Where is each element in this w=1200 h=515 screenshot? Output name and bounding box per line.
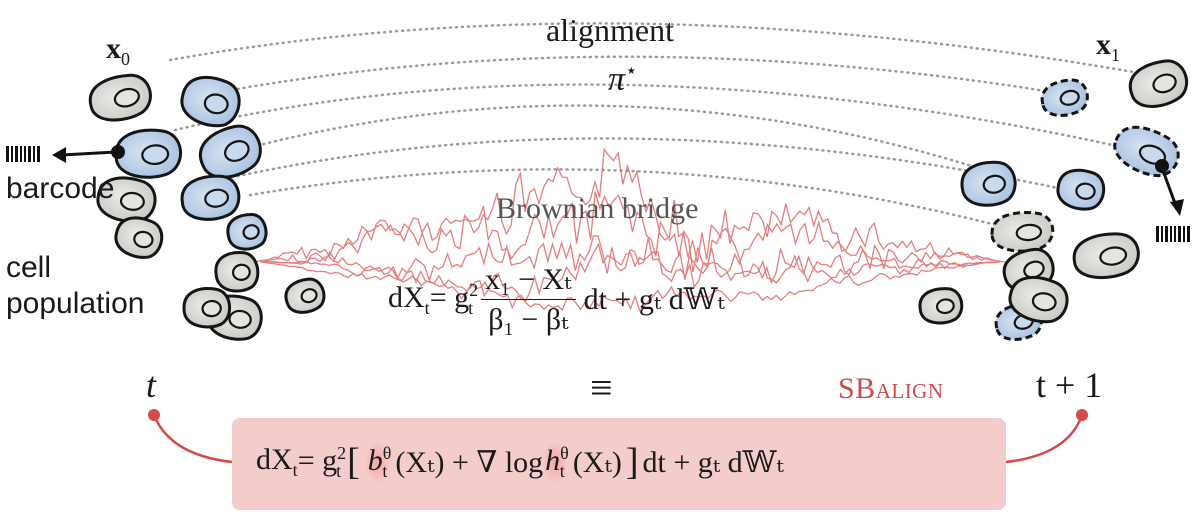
cell (1056, 168, 1106, 211)
cell (990, 211, 1055, 253)
barcode-left (6, 145, 125, 163)
pi-symbol: π (608, 60, 626, 98)
alignment-arc (173, 83, 1137, 152)
eq-tail: dt + gₜ d𝕎ₜ (583, 283, 725, 316)
sbalign-equation: dXt = g2t [ bθt (Xₜ) + ∇ log hθt (Xₜ) ] … (256, 440, 784, 484)
x1-base: x (1096, 28, 1111, 61)
eq-numerator: x₁ − Xₜ (481, 262, 576, 300)
cell (918, 287, 964, 325)
sbalign-label: SBalign (838, 372, 944, 405)
star-superscript: ⋆ (625, 60, 638, 82)
eq-lhs: dXt (388, 280, 430, 318)
time-t-label: t (146, 365, 157, 405)
time-t-plus-1-label: t + 1 (1036, 365, 1103, 405)
cell (1040, 78, 1089, 117)
cell (1008, 276, 1069, 324)
sbalign-equation-box (232, 418, 1006, 510)
eq-tail: dt + gₜ d𝕎ₜ (642, 445, 784, 479)
eq-lhs: dXt (256, 443, 298, 480)
cell (180, 174, 241, 221)
cell (214, 251, 260, 293)
bridge-path (254, 147, 1001, 263)
x1-label: x1 (1096, 28, 1120, 66)
barcode-label: barcode (6, 172, 115, 205)
alignment-arc (248, 168, 1017, 232)
eq-h-theta: hθt (543, 442, 569, 482)
cell-population (88, 59, 1189, 341)
eq-denominator: β₁ − βₜ (488, 303, 569, 336)
eq-arg1: (Xₜ) + ∇ log (395, 445, 544, 479)
cell (182, 287, 231, 329)
pi-star-label: π⋆ (608, 58, 638, 98)
bridge-path (269, 242, 1001, 303)
alignment-arcs (168, 22, 1152, 232)
x0-base: x (106, 32, 121, 65)
eq-b-theta: bθt (365, 442, 392, 482)
eq-bracket-close: ] (625, 441, 639, 483)
cell (180, 75, 241, 128)
cell (88, 73, 152, 122)
time-connector-left (148, 409, 233, 464)
brownian-bridge-label: Brownian bridge (496, 192, 699, 225)
eq-g: = g2t (429, 280, 479, 318)
cell (96, 176, 157, 223)
brownian-bridge-paths (254, 147, 1006, 312)
eq-g: = g2t (297, 442, 347, 481)
alignment-label: alignment (546, 12, 674, 48)
eq-fraction: x₁ − Xₜ β₁ − βₜ (481, 262, 576, 337)
eq-bracket-open: [ (347, 441, 360, 483)
cell (1072, 232, 1140, 279)
bridge-path (261, 261, 991, 312)
bridge-path (259, 191, 1006, 278)
cell (1113, 125, 1180, 178)
cell-label-line1: cell (6, 251, 52, 284)
equivalence-symbol: ≡ (590, 365, 613, 410)
cell (114, 128, 183, 179)
eq-arg2: (Xₜ) (572, 445, 622, 479)
cell (284, 277, 326, 314)
x1-subscript: 1 (1111, 45, 1120, 65)
x0-label: x0 (106, 32, 130, 70)
cell-label-line2: population (6, 287, 145, 320)
alignment-arc (218, 55, 1072, 97)
cell (960, 160, 1017, 207)
time-connector-right (1005, 409, 1088, 464)
cell (114, 216, 164, 259)
barcode-right (1155, 159, 1190, 242)
alignment-arc (218, 137, 1092, 197)
bridge-path (264, 227, 996, 285)
x0-subscript: 0 (121, 49, 130, 69)
cell (1128, 59, 1189, 108)
cell (226, 212, 268, 251)
brownian-bridge-equation: dXt = g2t x₁ − Xₜ β₁ − βₜ dt + gₜ d𝕎ₜ (388, 262, 725, 337)
alignment-arc (238, 104, 1002, 177)
